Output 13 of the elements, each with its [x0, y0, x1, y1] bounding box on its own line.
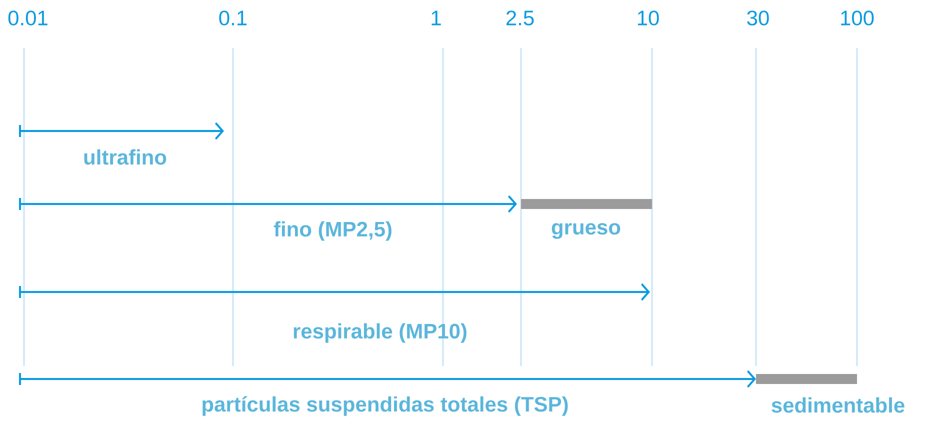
scale-label: 10: [638, 10, 659, 26]
scale-label: 2.5: [506, 10, 534, 26]
range-label: grueso: [552, 223, 620, 239]
range-label: partículas suspendidas totales (TSP): [202, 396, 568, 416]
scale-label: 1: [432, 10, 441, 26]
range-label: sedimentable: [772, 397, 904, 413]
scale-label: 100: [841, 10, 874, 26]
scale-label: 30: [747, 10, 769, 26]
range-label: ultrafino: [84, 149, 166, 165]
range-label: respirable (MP10): [294, 323, 466, 343]
scale-label: 0.01: [8, 10, 48, 26]
range-label: fino (MP2,5): [274, 221, 392, 241]
scale-label: 0.1: [219, 10, 247, 26]
